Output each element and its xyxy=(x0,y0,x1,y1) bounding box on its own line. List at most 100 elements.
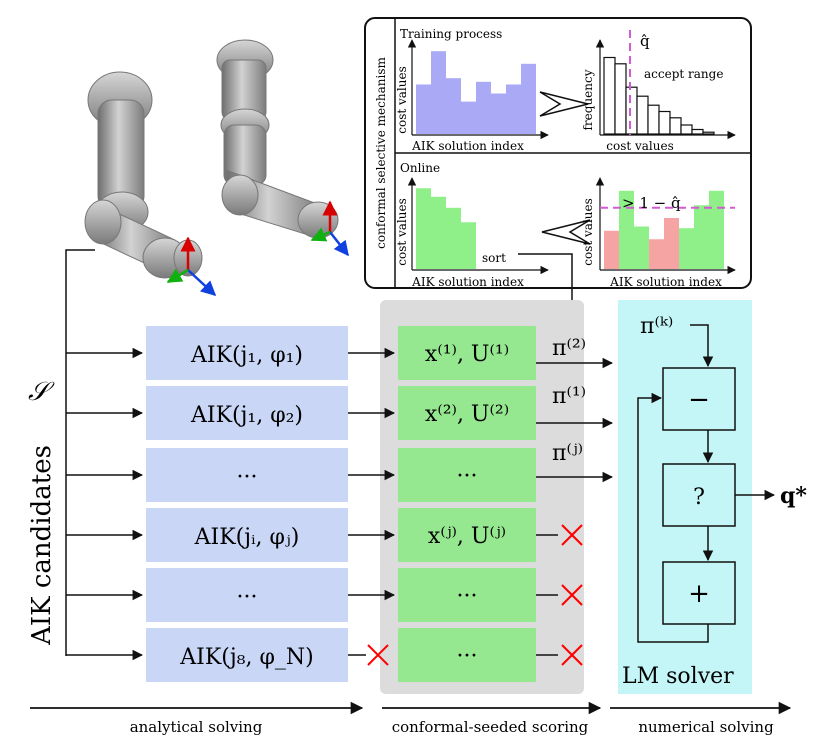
aik-box-label: ··· xyxy=(237,585,258,610)
aik-row: AIK(j₁, φ₂) x⁽²⁾, U⁽²⁾ xyxy=(66,386,614,440)
reject-mark xyxy=(561,584,583,606)
bar xyxy=(521,63,536,134)
robot-to-trunk-line xyxy=(65,249,95,656)
online-left-xlabel: AIK solution index xyxy=(411,275,524,289)
thresholded-bar-chart xyxy=(604,190,724,269)
training-left-ylabel: cost values xyxy=(395,66,409,134)
bar xyxy=(664,218,679,269)
bar xyxy=(669,117,682,135)
bar xyxy=(658,110,671,135)
training-title: Training process xyxy=(400,27,502,41)
reject-mark xyxy=(561,644,583,666)
bar xyxy=(604,230,619,269)
robot-render-left xyxy=(84,71,217,297)
aik-box-label: ··· xyxy=(237,465,258,490)
stage-numerical: numerical solving xyxy=(638,718,774,736)
training-right-xlabel: cost values xyxy=(606,139,674,153)
aik-row: AIK(j₈, φ_N) ··· xyxy=(66,628,583,682)
score-box-label: ··· xyxy=(457,584,478,609)
score-box xyxy=(398,628,536,682)
score-box-label: ··· xyxy=(457,644,478,669)
aik-box-label: AIK(j₁, φ₁) xyxy=(190,343,303,368)
pi-label-1: π⁽¹⁾ xyxy=(552,384,586,409)
bar xyxy=(619,190,634,269)
bar xyxy=(702,131,715,135)
bar xyxy=(431,51,446,135)
bar xyxy=(491,93,506,134)
aik-row: AIK(j₁, φ₁) x⁽¹⁾, U⁽¹⁾ xyxy=(66,326,614,380)
score-box-label: x⁽¹⁾, U⁽¹⁾ xyxy=(425,342,509,367)
threshold-label: > 1 − q̂ xyxy=(622,194,681,212)
bar xyxy=(446,207,461,269)
feedback-loop xyxy=(637,392,709,643)
lm-solver-name: LM solver xyxy=(622,664,734,689)
aik-box xyxy=(146,508,348,562)
bar xyxy=(416,188,431,269)
score-box-label: ··· xyxy=(457,464,478,489)
robot-render-right xyxy=(216,39,349,257)
pi-label-2: π⁽²⁾ xyxy=(552,336,586,361)
plus-block xyxy=(662,561,736,625)
plus-label: + xyxy=(688,579,710,609)
aik-row: AIK(jᵢ, φⱼ) x⁽ʲ⁾, U⁽ʲ⁾ xyxy=(66,508,583,562)
reject-mark xyxy=(561,524,583,546)
bar xyxy=(649,239,664,269)
bar xyxy=(506,84,521,134)
aik-box-label: AIK(j₈, φ_N) xyxy=(179,645,313,670)
score-box xyxy=(398,326,536,380)
bar xyxy=(679,228,694,269)
bar xyxy=(694,205,709,269)
set-label: 𝒮 xyxy=(28,377,55,407)
aik-box xyxy=(146,326,348,380)
training-bar-chart xyxy=(416,51,536,135)
score-box-label: x⁽²⁾, U⁽²⁾ xyxy=(425,402,509,427)
training-right-ylabel: frequency xyxy=(581,69,595,130)
bar xyxy=(709,190,724,269)
accept-range-label: accept range xyxy=(644,67,723,81)
aik-row: ··· ··· xyxy=(66,568,583,622)
online-right-xlabel: AIK solution index xyxy=(609,275,722,289)
q-star-label: q* xyxy=(780,483,807,509)
aik-box-label: AIK(j₁, φ₂) xyxy=(190,403,303,428)
inset-side-label: conformal selective mechanism xyxy=(374,57,388,249)
bar xyxy=(431,196,446,269)
sort-label: sort xyxy=(482,251,506,265)
minus-label: − xyxy=(688,385,710,415)
lm-solver: π⁽ᵏ⁾ − ? + q* LM solver xyxy=(622,314,807,689)
score-box xyxy=(398,448,536,502)
score-box xyxy=(398,508,536,562)
bar xyxy=(614,63,627,135)
aik-rows: AIK(j₁, φ₁) x⁽¹⁾, U⁽¹⁾ AIK(j₁, φ₂) x⁽²⁾, U⁽… xyxy=(66,326,614,682)
inset-arrow-left xyxy=(541,219,591,245)
online-left-ylabel: cost values xyxy=(395,198,409,266)
aik-box xyxy=(146,448,348,502)
inset-arrow-right xyxy=(539,91,589,117)
check-block xyxy=(662,463,736,527)
aik-box xyxy=(146,628,348,682)
score-box-label: x⁽ʲ⁾, U⁽ʲ⁾ xyxy=(428,524,506,549)
pi-k-label: π⁽ᵏ⁾ xyxy=(640,314,673,339)
stage-analytical: analytical solving xyxy=(130,718,263,736)
score-box xyxy=(398,386,536,440)
bar xyxy=(625,86,638,135)
aik-row: ··· ··· xyxy=(66,448,614,502)
reject-mark xyxy=(367,644,389,666)
bar xyxy=(461,222,476,269)
training-histogram xyxy=(603,56,715,135)
qhat-label: q̂ xyxy=(640,32,650,50)
aik-candidates-label: AIK candidates xyxy=(27,445,57,646)
training-left-xlabel: AIK solution index xyxy=(411,139,524,153)
bar xyxy=(680,124,693,135)
aik-box xyxy=(146,568,348,622)
aik-box-label: AIK(jᵢ, φⱼ) xyxy=(194,525,300,550)
aik-box xyxy=(146,386,348,440)
score-box xyxy=(398,568,536,622)
online-right-ylabel: cost values xyxy=(581,198,595,266)
bar xyxy=(647,104,660,135)
bar xyxy=(691,128,704,135)
check-label: ? xyxy=(693,485,705,510)
online-title: Online xyxy=(400,161,440,175)
minus-block xyxy=(662,367,736,431)
conformal-inset: conformal selective mechanism Training p… xyxy=(364,17,752,324)
